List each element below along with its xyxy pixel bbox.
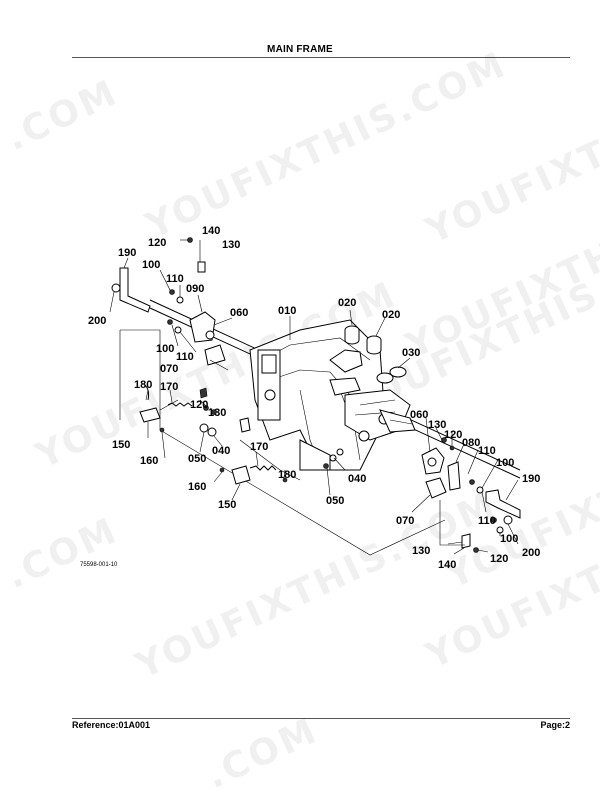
callout-010: 010 (278, 305, 296, 317)
plate-030 (376, 366, 407, 384)
callout-090: 090 (186, 283, 204, 295)
callout-130: 130 (428, 419, 446, 431)
callout-110: 110 (166, 273, 184, 285)
callout-120: 120 (190, 399, 208, 411)
leader-lines (109, 239, 519, 555)
callout-200: 200 (522, 547, 540, 559)
callout-040: 040 (212, 445, 230, 457)
callout-020: 020 (338, 297, 356, 309)
callout-050: 050 (326, 495, 344, 507)
callout-200: 200 (88, 315, 106, 327)
callout-120: 120 (490, 553, 508, 565)
lower-linkage (219, 448, 344, 485)
reference-label: Reference:01A001 (72, 720, 151, 730)
main-frame-exploded-diagram: 140 120 130 190 100 110 090 200 060 010 … (80, 225, 540, 571)
callout-190: 190 (118, 247, 136, 259)
callout-030: 030 (402, 347, 420, 359)
callout-180: 180 (134, 379, 152, 391)
callout-110: 110 (176, 351, 194, 363)
callout-150: 150 (112, 439, 130, 451)
callout-100: 100 (500, 533, 518, 545)
callout-120: 120 (148, 237, 166, 249)
callout-130: 130 (222, 239, 240, 251)
callout-130: 130 (412, 545, 430, 557)
page-title: MAIN FRAME (267, 44, 333, 55)
bushing-020-left (344, 325, 360, 345)
callout-060: 060 (230, 307, 248, 319)
header-rule (72, 57, 570, 58)
callout-070: 070 (396, 515, 414, 527)
callout-130: 130 (208, 407, 226, 419)
callout-020: 020 (382, 309, 400, 321)
callout-140: 140 (202, 225, 220, 237)
callout-050: 050 (188, 453, 206, 465)
callout-160: 160 (140, 455, 158, 467)
callout-100: 100 (142, 259, 160, 271)
callout-170: 170 (160, 381, 178, 393)
footer-rule (72, 718, 570, 719)
callout-100: 100 (496, 457, 514, 469)
callout-180: 180 (278, 469, 296, 481)
callout-labels: 140 120 130 190 100 110 090 200 060 010 … (80, 225, 540, 571)
callout-100: 100 (156, 343, 174, 355)
left-linkage (111, 237, 251, 437)
callout-110: 110 (478, 515, 496, 527)
callout-110: 110 (478, 445, 496, 457)
main-frame-body (249, 319, 411, 471)
callout-120: 120 (444, 429, 462, 441)
callout-160: 160 (188, 481, 206, 493)
callout-040: 040 (348, 473, 366, 485)
callout-080: 080 (462, 437, 480, 449)
callout-170: 170 (250, 441, 268, 453)
callout-060: 060 (410, 409, 428, 421)
page-number: Page:2 (540, 720, 570, 730)
callout-140: 140 (438, 559, 456, 571)
bushing-020-right (366, 335, 382, 355)
callout-190: 190 (522, 473, 540, 485)
drawing-code: 75598-001-10 (80, 562, 118, 568)
callout-150: 150 (218, 499, 236, 511)
callout-070: 070 (160, 363, 178, 375)
